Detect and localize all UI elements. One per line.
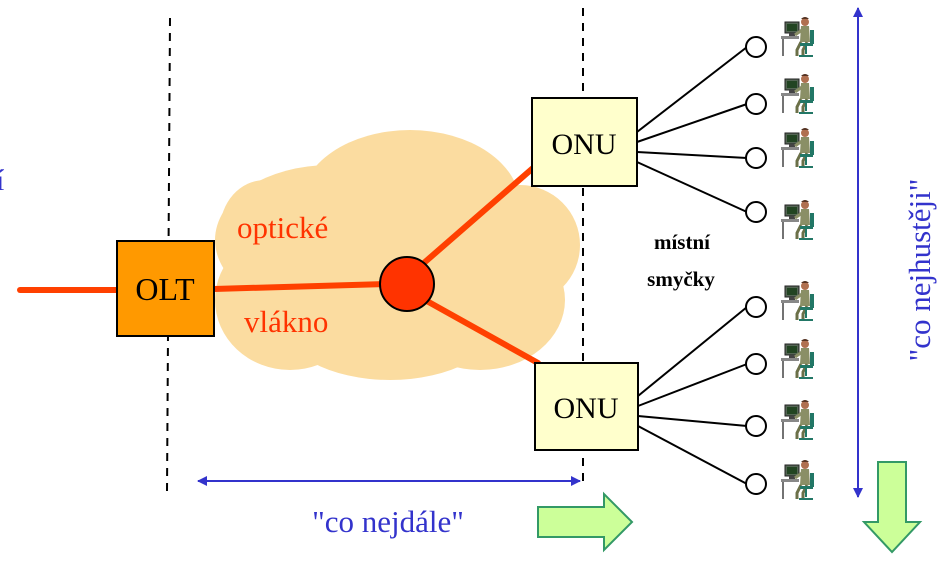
circle-terminal-icon [745, 353, 767, 375]
circle-terminal-icon [745, 93, 767, 115]
person-at-computer-icon [779, 126, 816, 169]
circle-terminal-icon [745, 296, 767, 318]
terminal-circles [745, 36, 767, 495]
person-at-computer-icon [779, 458, 816, 501]
users [779, 15, 816, 501]
block-arrow-right [537, 491, 634, 553]
fiber-label-line2: vlákno [244, 304, 328, 339]
cut-off-left-text: í [0, 164, 5, 197]
person-at-computer-icon [779, 337, 816, 380]
person-at-computer-icon [779, 15, 816, 58]
local-loops-line2: smyčky [647, 267, 715, 291]
fiber-label-line1: optické [237, 210, 328, 245]
splitter-node [379, 256, 435, 312]
onu-bottom-label: ONU [554, 392, 619, 425]
onu-top-label: ONU [552, 128, 617, 161]
olt-box [116, 240, 215, 337]
boundary-line-left [166, 17, 171, 493]
density-label: "co nejhustěji" [902, 179, 937, 362]
block-arrow-down [861, 461, 923, 554]
onu-box-bottom [534, 362, 639, 451]
person-at-computer-icon [779, 279, 816, 322]
person-at-computer-icon [779, 198, 816, 241]
circle-terminal-icon [745, 473, 767, 495]
cloud-shape [215, 130, 580, 380]
local-loop-lines [636, 46, 748, 485]
local-loops-line1: místní [654, 230, 711, 254]
distance-label: "co nejdále" [312, 504, 464, 539]
circle-terminal-icon [745, 201, 767, 223]
olt-label: OLT [135, 271, 195, 307]
person-at-computer-icon [779, 72, 816, 115]
fiber-lines [17, 165, 541, 366]
circle-terminal-icon [745, 415, 767, 437]
person-at-computer-icon [779, 398, 816, 441]
circle-terminal-icon [745, 147, 767, 169]
circle-terminal-icon [745, 36, 767, 58]
